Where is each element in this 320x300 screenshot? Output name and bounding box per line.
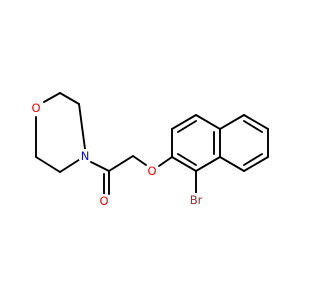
bond-c5-c6-inner bbox=[243, 120, 263, 133]
bond-c4a-c5 bbox=[219, 114, 245, 130]
atom-labels: O N O O Br bbox=[29, 101, 205, 208]
bromine-label: Br bbox=[190, 193, 203, 207]
bond-c4-c4a bbox=[195, 114, 221, 130]
bond-carbonyl-ch2 bbox=[108, 155, 134, 172]
morpholine-nitrogen: N bbox=[78, 149, 92, 163]
bond-c3-c4 bbox=[35, 156, 61, 173]
bond-c3-c4-inner bbox=[177, 120, 197, 133]
bond-c2-n bbox=[78, 103, 86, 150]
carbonyl-oxygen: O bbox=[97, 194, 111, 208]
bond-c8-c8a bbox=[219, 156, 245, 172]
bond-c1-c2-inner bbox=[177, 153, 197, 166]
bond-ch2-ether-o bbox=[132, 155, 147, 166]
morpholine-oxygen-label: O bbox=[31, 101, 40, 115]
carbonyl-oxygen-label: O bbox=[99, 194, 108, 208]
bond-c1-c2 bbox=[59, 92, 80, 105]
bond-n-carbonyl-c bbox=[90, 161, 110, 172]
morpholine-oxygen: O bbox=[29, 101, 43, 115]
morpholine-nitrogen-label: N bbox=[81, 149, 90, 163]
bonds bbox=[35, 92, 269, 195]
ether-oxygen: O bbox=[145, 164, 159, 178]
ether-oxygen-label: O bbox=[147, 164, 156, 178]
bond-c7-c8-inner bbox=[243, 153, 263, 166]
bond-c8a-c1 bbox=[195, 156, 221, 172]
bromine-atom: Br bbox=[187, 193, 205, 208]
bond-c3-c4 bbox=[171, 114, 197, 130]
bond-c1-c2 bbox=[171, 156, 197, 172]
bond-o-c1 bbox=[43, 92, 61, 103]
molecule-diagram: O N O O Br bbox=[29, 92, 269, 208]
bond-c5-c6 bbox=[243, 114, 269, 130]
bond-c7-c8 bbox=[243, 156, 269, 172]
bond-ether-o-ar bbox=[158, 156, 173, 167]
